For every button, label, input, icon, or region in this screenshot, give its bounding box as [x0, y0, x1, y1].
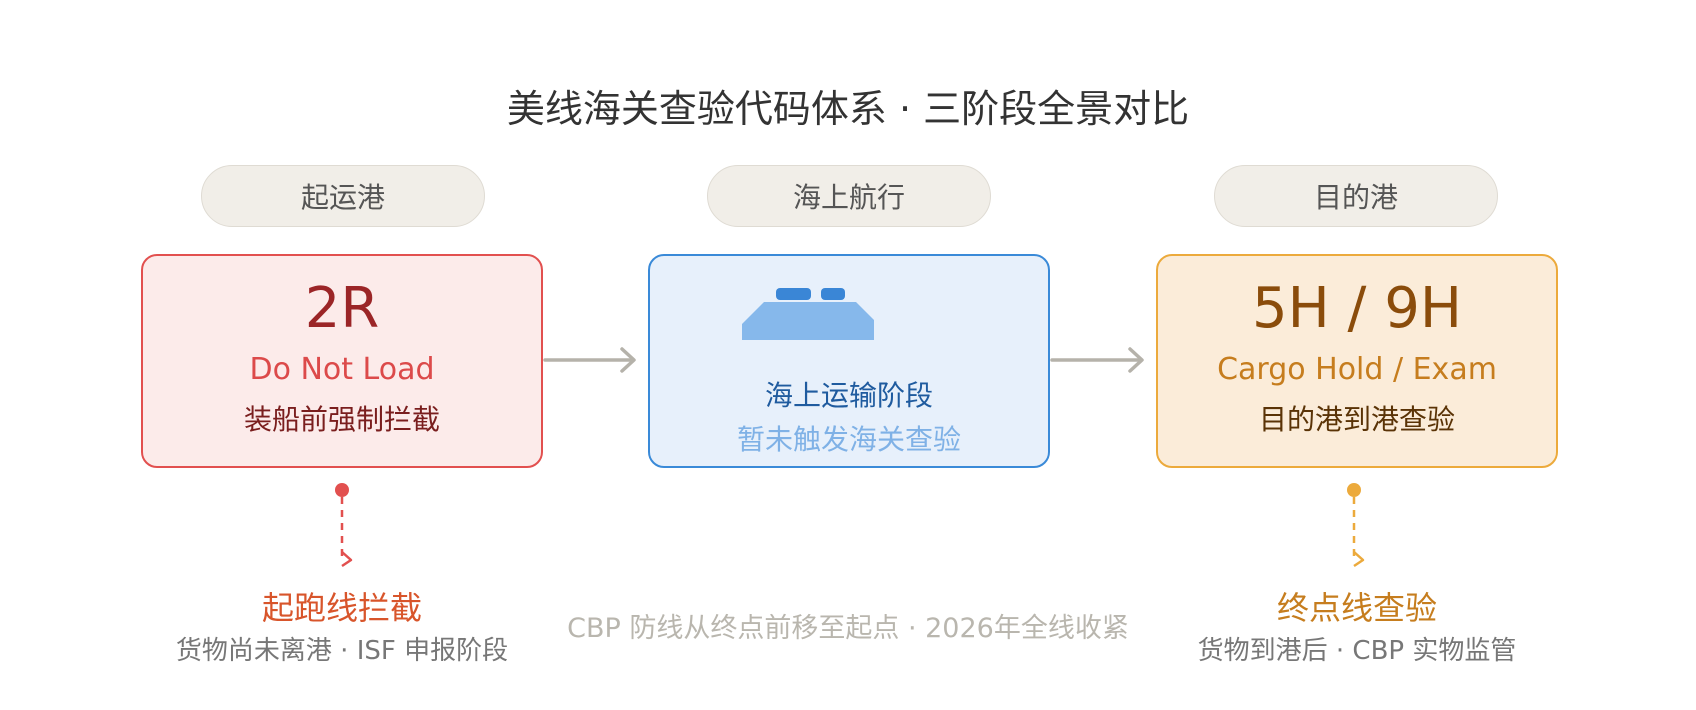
card-name-en: Cargo Hold / Exam: [1217, 352, 1497, 387]
stage-label: 目的港: [1313, 181, 1398, 214]
transit-line2: 暂未触发海关查验: [736, 423, 961, 456]
page-title: 美线海关查验代码体系 · 三阶段全景对比: [506, 87, 1190, 131]
card-code: 5H / 9H: [1252, 276, 1462, 341]
card-code: 2R: [304, 276, 380, 341]
card-name-cn: 目的港到港查验: [1258, 403, 1455, 436]
card-name-en: Do Not Load: [249, 352, 435, 387]
destination-bottom-title: 终点线查验: [1276, 589, 1437, 627]
arrow-transit-to-destination: [1050, 347, 1144, 373]
origin-bottom-subtitle: 货物尚未离港 · ISF 申报阶段: [175, 636, 509, 666]
origin-bottom-title: 起跑线拦截: [261, 589, 422, 627]
transit-line1: 海上运输阶段: [764, 379, 933, 412]
stage-label: 起运港: [300, 181, 385, 214]
stage-pill-destination: 目的港: [1214, 165, 1498, 227]
arrow-origin-to-transit: [543, 347, 636, 373]
card-origin: 2R Do Not Load 装船前强制拦截: [141, 254, 543, 468]
pointer-origin: [335, 483, 353, 568]
stage-pill-transit: 海上航行: [707, 165, 991, 227]
stage-pill-origin: 起运港: [201, 165, 485, 227]
card-transit: 海上运输阶段 暂未触发海关查验: [648, 254, 1050, 468]
ship-icon: [742, 288, 874, 340]
card-destination: 5H / 9H Cargo Hold / Exam 目的港到港查验: [1156, 254, 1558, 468]
pointer-destination: [1347, 483, 1365, 568]
destination-bottom-subtitle: 货物到港后 · CBP 实物监管: [1197, 636, 1517, 666]
card-name-cn: 装船前强制拦截: [243, 403, 440, 436]
stage-label: 海上航行: [792, 181, 905, 214]
center-note: CBP 防线从终点前移至起点 · 2026年全线收紧: [567, 613, 1129, 644]
